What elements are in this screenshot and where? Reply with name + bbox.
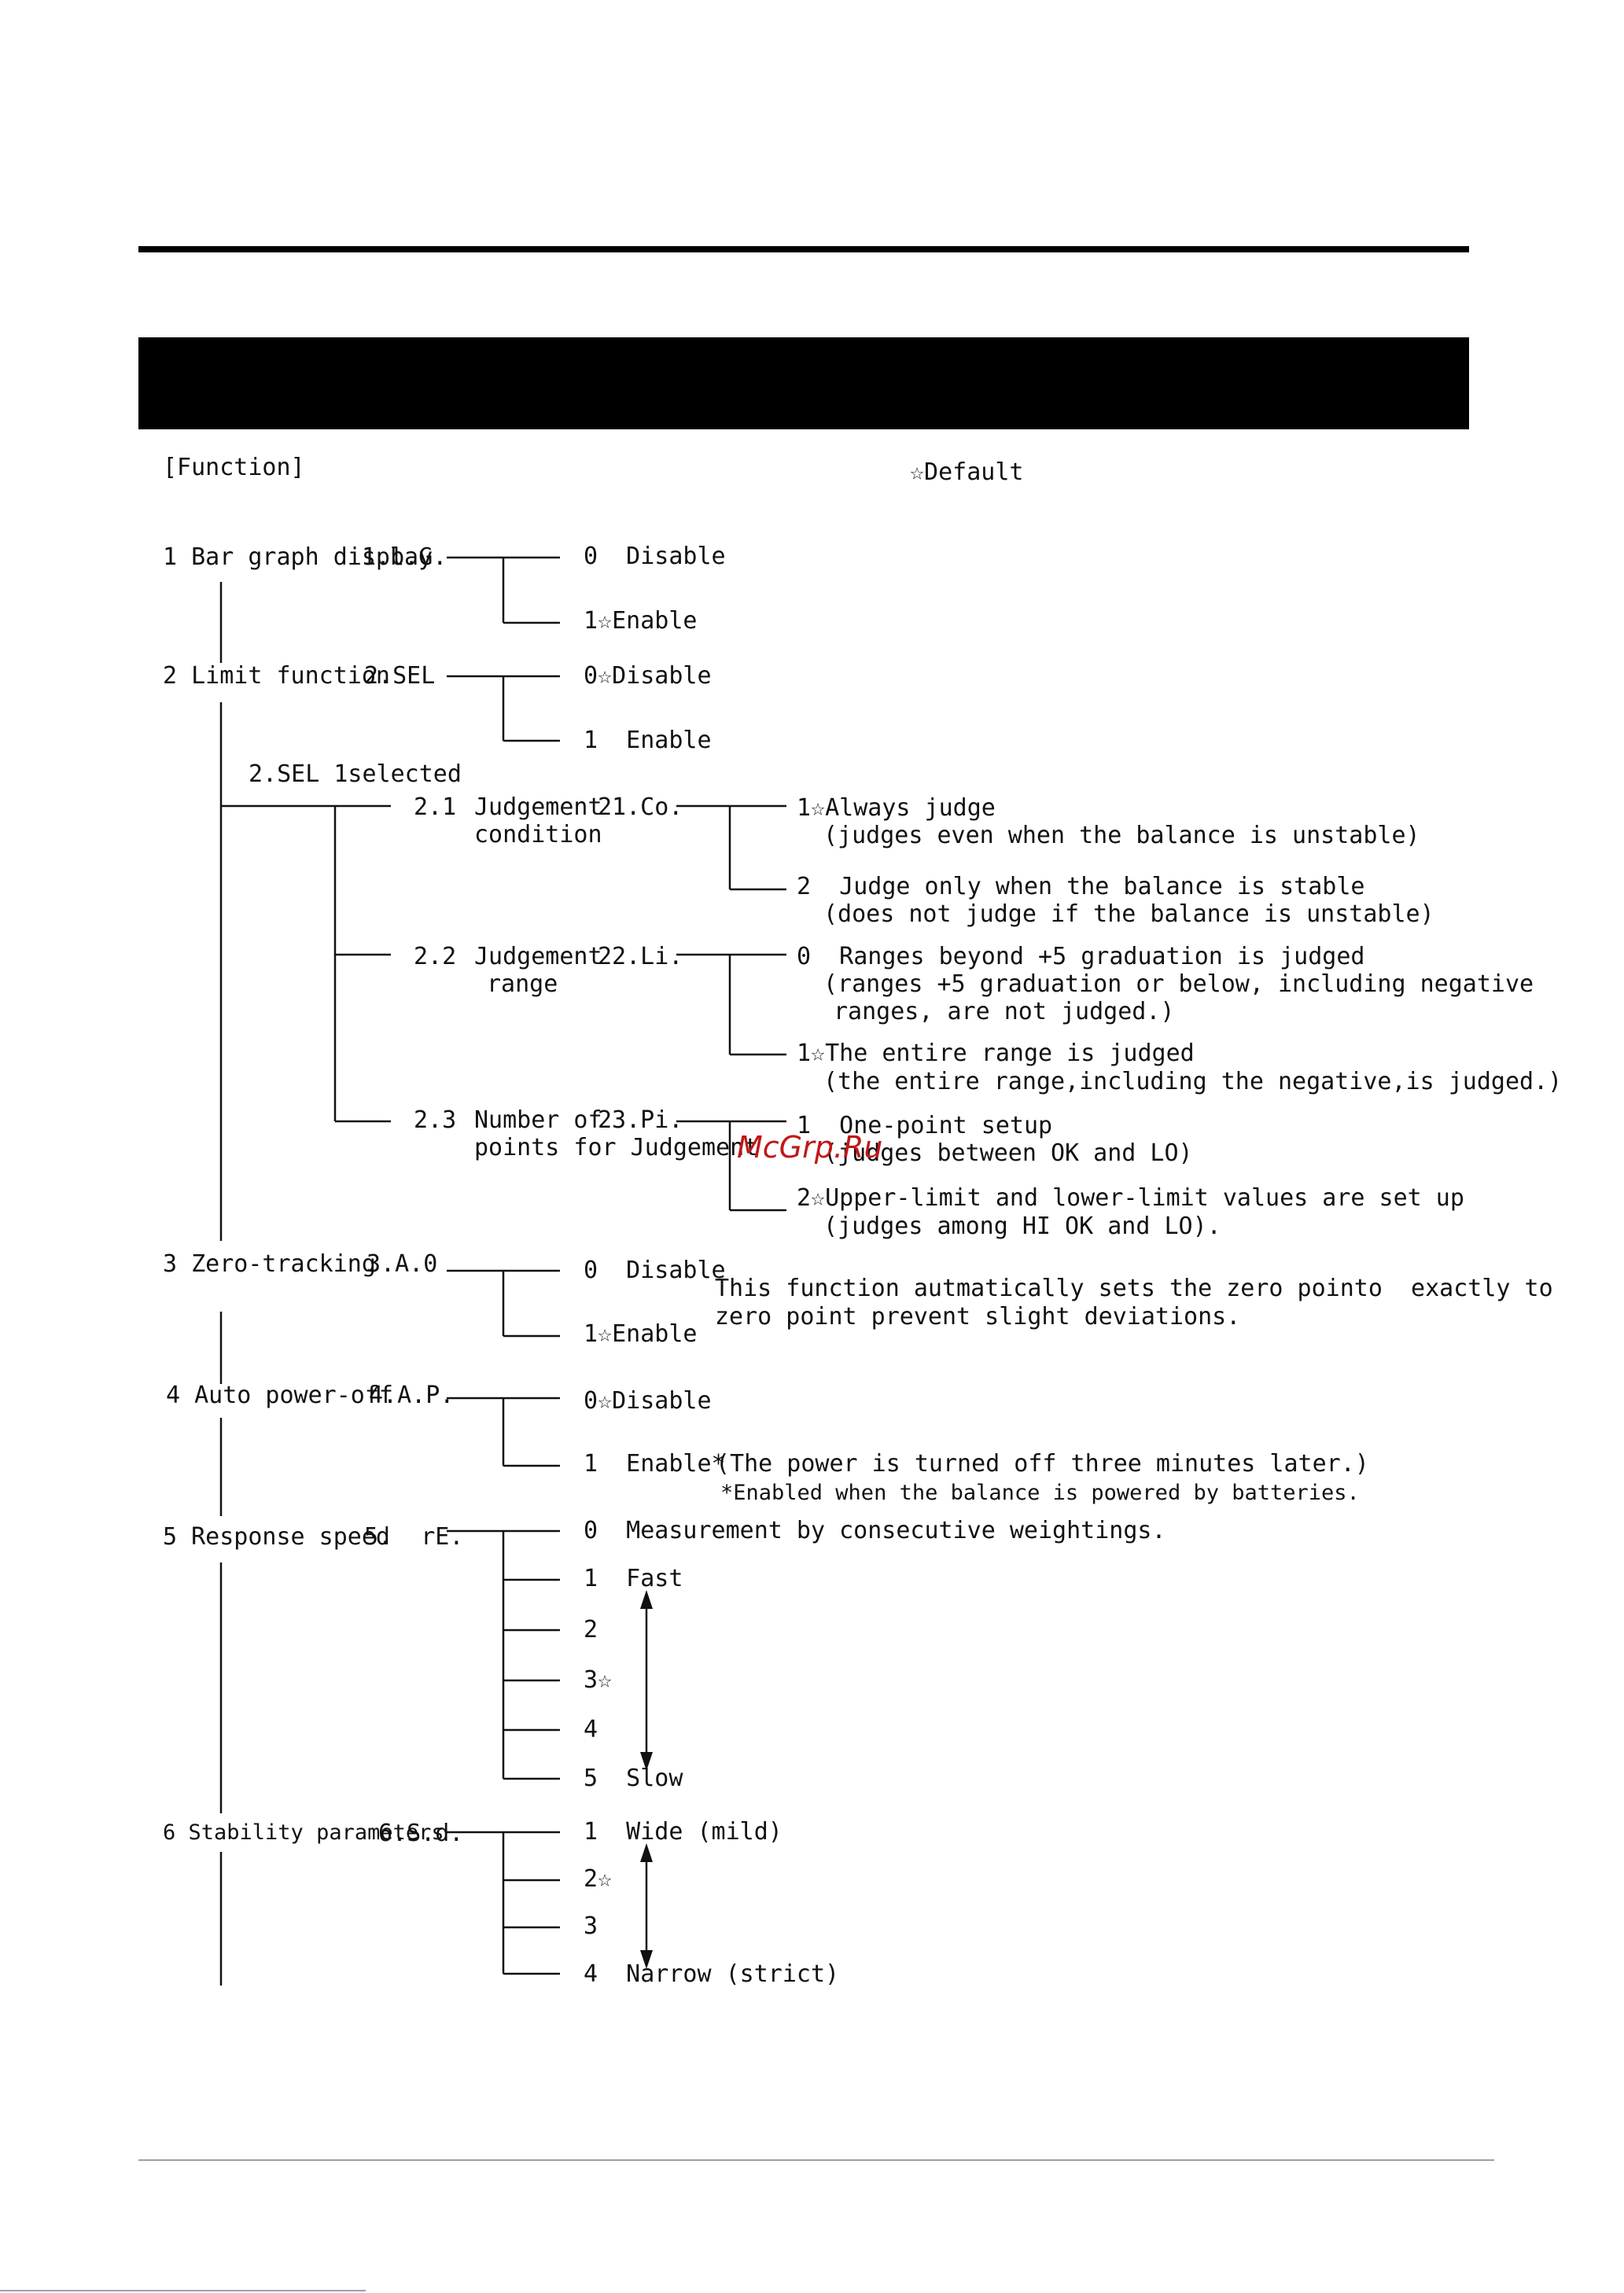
option-auto-power-off-1: 1 Enable* bbox=[584, 1450, 726, 1478]
setting-code-auto-power-off: 4.A.P. bbox=[369, 1382, 455, 1409]
watermark: McGrp.Ru bbox=[737, 1130, 883, 1165]
sub-code-2-3: 23.Pi. bbox=[598, 1106, 683, 1134]
sub-num-2-2: 2.2 bbox=[414, 943, 457, 970]
option-limit-1: 1 Enable bbox=[584, 727, 712, 754]
setting-code-response-speed: 5. rE. bbox=[364, 1523, 464, 1551]
option-response-speed-4: 4 bbox=[584, 1716, 598, 1743]
option-response-speed-1: 1 Fast bbox=[584, 1565, 683, 1592]
sub-num-2-3: 2.3 bbox=[414, 1106, 457, 1134]
option-response-speed-3: 3☆ bbox=[584, 1666, 613, 1694]
footer-corner-rule bbox=[0, 2290, 366, 2291]
sub-num-2-1: 2.1 bbox=[414, 793, 457, 821]
function-label: [Function] bbox=[163, 454, 305, 481]
option-2-3-2-line1: 2☆Upper-limit and lower-limit values are… bbox=[797, 1184, 1464, 1212]
setting-name-limit: 2 Limit function bbox=[163, 662, 390, 690]
option-stability-1: 1 Wide (mild) bbox=[584, 1818, 783, 1846]
setting-code-bar-graph: 1.b.G. bbox=[362, 543, 447, 571]
option-stability-2: 2☆ bbox=[584, 1865, 613, 1893]
option-bar-graph-1: 1☆Enable bbox=[584, 607, 698, 635]
setting-name-zero-tracking: 3 Zero-tracking bbox=[163, 1250, 376, 1278]
option-2-3-2-line2: (judges among HI OK and LO). bbox=[823, 1213, 1221, 1240]
top-rule bbox=[138, 246, 1469, 252]
sub-label-2-3-b: points for Judgement bbox=[474, 1134, 759, 1161]
auto-power-off-note-2: *Enabled when the balance is powered by … bbox=[720, 1481, 1360, 1505]
sub-label-2-2-b: range bbox=[487, 970, 558, 998]
setting-name-response-speed: 5 Response speed bbox=[163, 1523, 390, 1551]
sub-code-2-2: 22.Li. bbox=[598, 943, 683, 970]
option-2-2-1-line1: 1☆The entire range is judged bbox=[797, 1040, 1195, 1067]
setting-code-stability: 6.S.d. bbox=[378, 1820, 464, 1847]
option-2-1-2-line1: 2 Judge only when the balance is stable bbox=[797, 873, 1365, 900]
setting-name-stability: 6 Stability parameters bbox=[163, 1820, 444, 1845]
sub-label-2-1-a: Judgement bbox=[474, 793, 602, 821]
option-2-2-1-line2: (the entire range,including the negative… bbox=[823, 1068, 1563, 1095]
setting-code-zero-tracking: 3.A.0 bbox=[366, 1250, 438, 1278]
title-bar bbox=[138, 337, 1469, 429]
auto-power-off-note-1: (The power is turned off three minutes l… bbox=[716, 1450, 1369, 1478]
option-response-speed-0: 0 Measurement by consecutive weightings. bbox=[584, 1517, 1166, 1544]
option-limit-0: 0☆Disable bbox=[584, 662, 712, 690]
option-stability-3: 3 bbox=[584, 1912, 598, 1940]
option-2-3-1-line1: 1 One-point setup bbox=[797, 1112, 1053, 1139]
option-zero-tracking-1: 1☆Enable bbox=[584, 1320, 698, 1348]
setting-code-limit: 2.SEL bbox=[364, 662, 436, 690]
option-2-1-1-line1: 1☆Always judge bbox=[797, 794, 996, 822]
sub-label-2-1-b: condition bbox=[474, 821, 602, 848]
option-response-speed-2: 2 bbox=[584, 1616, 598, 1643]
option-zero-tracking-0: 0 Disable bbox=[584, 1257, 726, 1284]
setting-name-auto-power-off: 4 Auto power-off bbox=[166, 1382, 393, 1409]
option-bar-graph-0: 0 Disable bbox=[584, 543, 726, 570]
option-stability-4: 4 Narrow (strict) bbox=[584, 1960, 840, 1988]
limit-selected-note: 2.SEL 1selected bbox=[249, 760, 462, 788]
zero-tracking-note-2: zero point prevent slight deviations. bbox=[715, 1303, 1241, 1331]
option-2-2-0-line3: ranges, are not judged.) bbox=[834, 998, 1175, 1025]
option-2-2-0-line1: 0 Ranges beyond +5 graduation is judged bbox=[797, 943, 1365, 970]
sub-label-2-2-a: Judgement bbox=[474, 943, 602, 970]
zero-tracking-note-1: This function autmatically sets the zero… bbox=[715, 1275, 1553, 1302]
option-2-2-0-line2: (ranges +5 graduation or below, includin… bbox=[823, 970, 1534, 998]
setting-name-bar-graph: 1 Bar graph display bbox=[163, 543, 433, 571]
default-legend: ☆Default bbox=[910, 458, 1024, 486]
option-2-1-2-line2: (does not judge if the balance is unstab… bbox=[823, 900, 1434, 928]
sub-code-2-1: 21.Co. bbox=[598, 793, 683, 821]
option-2-3-1-line2: (judges between OK and LO) bbox=[823, 1139, 1193, 1167]
sub-label-2-3-a: Number of bbox=[474, 1106, 602, 1134]
option-auto-power-off-0: 0☆Disable bbox=[584, 1387, 712, 1415]
footer-rule bbox=[138, 2159, 1494, 2161]
option-response-speed-5: 5 Slow bbox=[584, 1765, 683, 1792]
option-2-1-1-line2: (judges even when the balance is unstabl… bbox=[823, 822, 1420, 849]
